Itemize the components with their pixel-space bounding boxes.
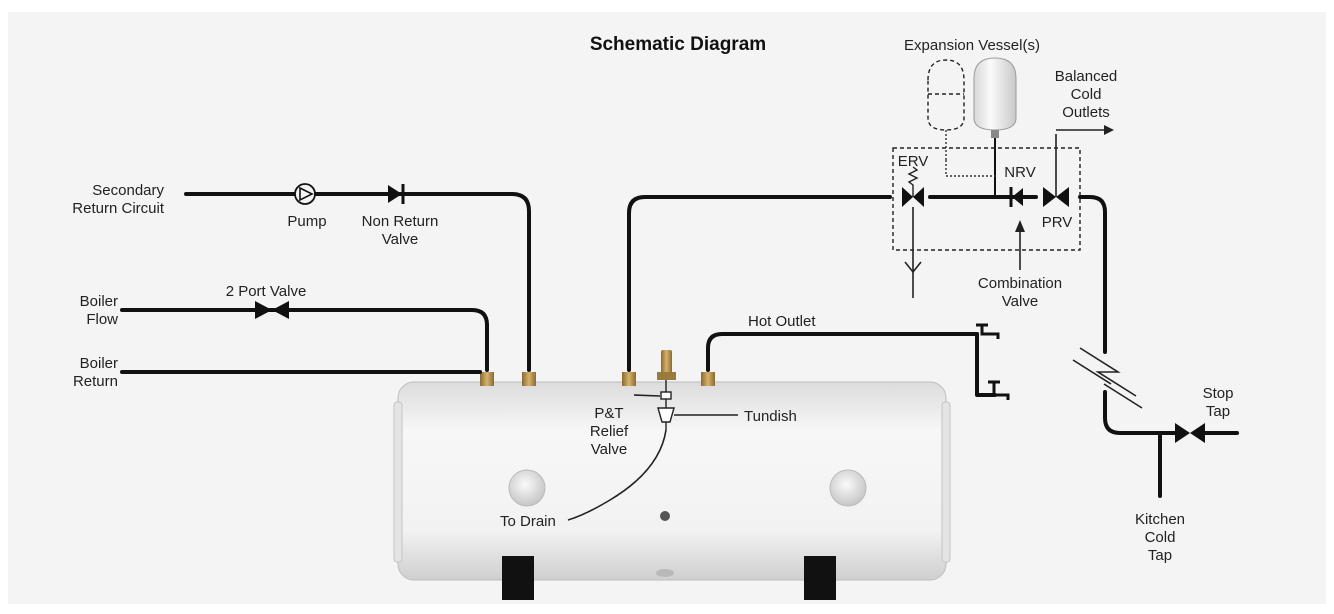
secondary-return-label-1: Secondary	[92, 182, 164, 199]
drain-pipe	[567, 429, 667, 521]
hot-outlet-tap	[975, 323, 1010, 400]
balanced-cold-outlets-label-1: Balanced	[1055, 68, 1118, 85]
mains-riser-pipe-lower	[1103, 390, 1177, 435]
to-drain-label: To Drain	[500, 513, 556, 530]
cylinder-foot-right	[804, 556, 836, 600]
combination-valve-label-2: Valve	[1002, 293, 1038, 310]
sensor-pocket	[660, 511, 670, 521]
expansion-vessel-dashed	[927, 59, 965, 160]
two-port-valve-label: 2 Port Valve	[226, 283, 307, 300]
tundish-label: Tundish	[744, 408, 797, 425]
combination-valve-box	[892, 147, 1081, 251]
boiler-return-label-2: Return	[73, 373, 118, 390]
nrv-symbol	[1009, 187, 1023, 207]
hot-outlet-label: Hot Outlet	[748, 313, 816, 330]
pt-relief-valve	[657, 350, 676, 408]
boiler-flow-pipe	[120, 308, 489, 372]
tundish-symbol	[567, 394, 738, 521]
two-port-valve-symbol	[255, 301, 289, 319]
kitchen-cold-tap-label-2: Cold	[1145, 529, 1176, 546]
pipe-break-symbol	[1072, 347, 1143, 409]
pipework	[120, 192, 1239, 498]
cylinder	[393, 381, 951, 600]
non-return-valve-label-1: Non Return	[362, 213, 439, 230]
erv-symbol	[902, 166, 924, 298]
non-return-valve-label-2: Valve	[382, 231, 418, 248]
combination-valve-label-1: Combination	[978, 275, 1062, 292]
secondary-return-label-2: Return Circuit	[72, 200, 165, 217]
stop-tap-label-2: Tap	[1206, 403, 1230, 420]
kitchen-cold-tap-label-3: Tap	[1148, 547, 1172, 564]
expansion-vessel-label: Expansion Vessel(s)	[904, 37, 1040, 54]
pump-label: Pump	[287, 213, 326, 230]
cylinder-foot-left	[502, 556, 534, 600]
stop-tap-symbol	[1175, 423, 1205, 443]
pt-relief-label-3: Valve	[591, 441, 627, 458]
prv-label: PRV	[1042, 214, 1073, 231]
labels: Secondary Return Circuit Pump Non Return…	[72, 37, 1233, 564]
pt-relief-leader	[633, 394, 661, 397]
immersion-boss-right	[829, 469, 867, 507]
nrv-label: NRV	[1004, 164, 1035, 181]
balanced-cold-outlets-label-3: Outlets	[1062, 104, 1110, 121]
secondary-return-pipe	[184, 192, 531, 372]
boiler-flow-label-1: Boiler	[80, 293, 118, 310]
cold-feed-pipe	[627, 195, 892, 372]
erv-label: ERV	[898, 153, 929, 170]
balanced-cold-outlets-label-2: Cold	[1071, 86, 1102, 103]
mains-riser-pipe-upper	[1078, 195, 1107, 354]
pump-symbol	[294, 183, 316, 205]
combination-valve-arrow	[1015, 220, 1025, 270]
pt-relief-label-2: Relief	[590, 423, 629, 440]
boiler-return-label-1: Boiler	[80, 355, 118, 372]
cylinder-connections	[480, 372, 715, 386]
non-return-valve-symbol	[388, 184, 405, 204]
immersion-boss-left	[508, 469, 546, 507]
hot-outlet-pipe	[706, 332, 979, 372]
kitchen-cold-tap-label-1: Kitchen	[1135, 511, 1185, 528]
stop-tap-label-1: Stop	[1203, 385, 1234, 402]
vessel-dotted-link	[945, 160, 996, 177]
boiler-flow-label-2: Flow	[86, 311, 118, 328]
prv-symbol	[1043, 125, 1114, 207]
pt-relief-label-1: P&T	[594, 405, 623, 422]
diagram-title: Schematic Diagram	[590, 34, 766, 55]
